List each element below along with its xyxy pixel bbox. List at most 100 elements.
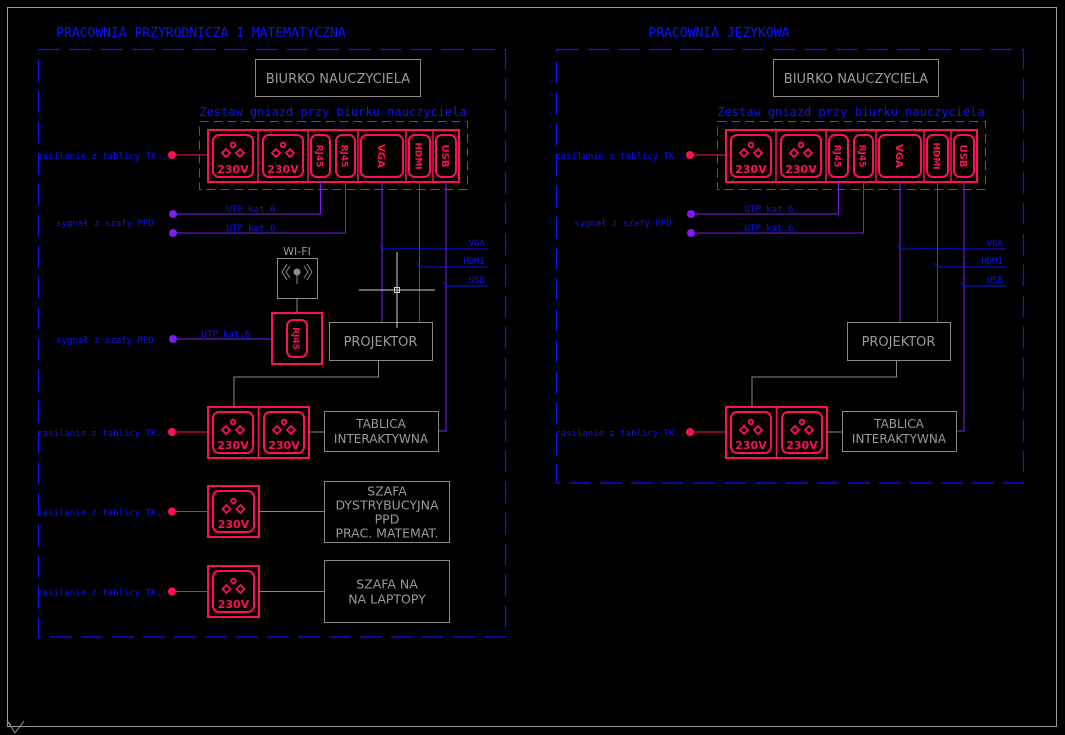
outlet-face bbox=[262, 134, 304, 178]
outlet-pin bbox=[271, 424, 283, 436]
port-face bbox=[435, 134, 457, 178]
device-label: DYSTRYBUCYJNA bbox=[335, 498, 439, 513]
av-output-tick bbox=[442, 281, 448, 288]
outlet-face bbox=[212, 134, 254, 178]
outlet-230v-icon: 230V bbox=[212, 490, 255, 533]
outlet-face bbox=[730, 411, 772, 454]
av-output-label: HDMI bbox=[981, 257, 1003, 267]
port-rj45-icon: RJ45 bbox=[286, 319, 308, 358]
outlet-pin bbox=[738, 424, 750, 436]
outlet-earth-pin bbox=[279, 141, 287, 149]
av-output-tick bbox=[960, 281, 966, 288]
outlet-pin bbox=[285, 424, 297, 436]
port-label: USB bbox=[439, 145, 450, 168]
utp-cable-label: UTP kat.6 bbox=[227, 205, 276, 215]
signal-feed-label: sygnał z szafy PPD bbox=[56, 219, 154, 229]
port-face bbox=[310, 134, 331, 178]
port-label: RJ45 bbox=[290, 327, 300, 350]
wifi-icon bbox=[281, 263, 313, 284]
outlet-voltage-label: 230V bbox=[786, 439, 818, 452]
device-label: PRAC. MATEMAT. bbox=[335, 526, 438, 541]
cad-crosshair-cursor bbox=[359, 252, 435, 328]
port-label: HDMI bbox=[413, 142, 423, 169]
outlet-voltage-label: 230V bbox=[268, 439, 300, 452]
outlet-pin bbox=[234, 147, 246, 159]
port-face bbox=[335, 134, 356, 178]
power-feed-label: zasilanie z tablicy TK... bbox=[37, 152, 172, 162]
port-hdmi-icon: HDMI bbox=[408, 134, 431, 178]
outlet-pin bbox=[752, 147, 764, 159]
ucs-icon bbox=[6, 719, 25, 734]
port-rj45-icon: RJ45 bbox=[828, 134, 849, 178]
device-box bbox=[324, 560, 450, 623]
port-label: RJ45 bbox=[857, 145, 867, 168]
port-label: RJ45 bbox=[832, 145, 842, 168]
outlet-face bbox=[212, 490, 255, 533]
outlet-pin bbox=[221, 583, 232, 595]
outlet-230v-icon: 230V bbox=[730, 411, 772, 454]
projector-power-cable bbox=[751, 360, 897, 407]
outlet-pin bbox=[221, 503, 232, 515]
outlet-earth-pin bbox=[747, 418, 755, 426]
av-output-label: VGA bbox=[987, 239, 1004, 249]
outlet-earth-pin bbox=[230, 497, 237, 505]
wifi-waves bbox=[281, 263, 313, 281]
outlet-230v-icon: 230V bbox=[730, 134, 772, 178]
port-face bbox=[878, 134, 922, 178]
teacher-desk-label: BIURKO NAUCZYCIELA bbox=[266, 72, 410, 87]
av-output-label: USB bbox=[469, 276, 485, 286]
outlet-face bbox=[730, 134, 772, 178]
outlet-earth-pin bbox=[797, 141, 805, 149]
outlet-earth-pin bbox=[280, 418, 288, 426]
outlet-face bbox=[212, 570, 255, 613]
outlet-face bbox=[781, 411, 823, 454]
outlet-230v-icon: 230V bbox=[781, 411, 823, 454]
room-science-math: PRACOWNIA PRZYRODNICZA I MATEMATYCZNABIU… bbox=[37, 26, 507, 638]
device-label: SZAFA NA bbox=[356, 577, 418, 592]
outlet-voltage-label: 230V bbox=[735, 439, 767, 452]
outlet-voltage-label: 230V bbox=[218, 598, 250, 611]
outlet-230v-icon: 230V bbox=[212, 134, 254, 178]
outlet-pin bbox=[789, 424, 801, 436]
port-usb-icon: USB bbox=[435, 134, 457, 178]
outlet-pin bbox=[220, 424, 232, 436]
port-label: USB bbox=[957, 145, 968, 168]
teacher-desk-box bbox=[773, 59, 939, 97]
outlet-230v-icon: 230V bbox=[262, 134, 304, 178]
port-label: RJ45 bbox=[314, 145, 324, 168]
port-rj45-icon: RJ45 bbox=[853, 134, 874, 178]
board-feed-label: zasilanie z tablicy TK... bbox=[37, 429, 172, 439]
outlet-earth-pin bbox=[229, 141, 237, 149]
socket-strip bbox=[207, 129, 460, 183]
outlet-voltage-label: 230V bbox=[217, 439, 249, 452]
outlet-voltage-label: 230V bbox=[735, 163, 767, 176]
outlet-pin bbox=[235, 583, 246, 595]
av-output-label: USB bbox=[987, 276, 1003, 286]
port-vga-icon: VGA bbox=[360, 134, 404, 178]
usb-cable bbox=[438, 182, 447, 432]
port-face bbox=[953, 134, 975, 178]
outlet-face bbox=[212, 411, 254, 454]
device-feed-label: zasilanie z tablicy TK... bbox=[37, 589, 172, 599]
outlet-face bbox=[780, 134, 822, 178]
utp-cable-label: UTP kat.6 bbox=[745, 205, 794, 215]
interactive-board-label: TABLICA bbox=[873, 417, 924, 431]
utp-cable-label: UTP kat.6 bbox=[745, 224, 794, 234]
device-feed-label: zasilanie z tablicy TK... bbox=[37, 509, 172, 519]
av-output-tick bbox=[934, 262, 939, 269]
wifi-signal-label: sygnał z szafy PPD bbox=[56, 336, 154, 346]
port-face bbox=[286, 319, 308, 358]
outlet-230v-icon: 230V bbox=[263, 411, 305, 454]
outlet-pin bbox=[235, 503, 246, 515]
utp-cable bbox=[173, 182, 346, 234]
utp-cable-label: UTP kat.6 bbox=[227, 224, 276, 234]
teacher-desk-label: BIURKO NAUCZYCIELA bbox=[784, 72, 928, 87]
teacher-desk-box bbox=[255, 59, 421, 97]
room-title: PRACOWNIA JĘZYKOWA bbox=[649, 26, 790, 41]
outlet-earth-pin bbox=[230, 577, 237, 585]
outlet-earth-pin bbox=[798, 418, 806, 426]
utp-cable bbox=[691, 182, 839, 215]
signal-feed-label: sygnał z szafy PPD bbox=[574, 219, 672, 229]
